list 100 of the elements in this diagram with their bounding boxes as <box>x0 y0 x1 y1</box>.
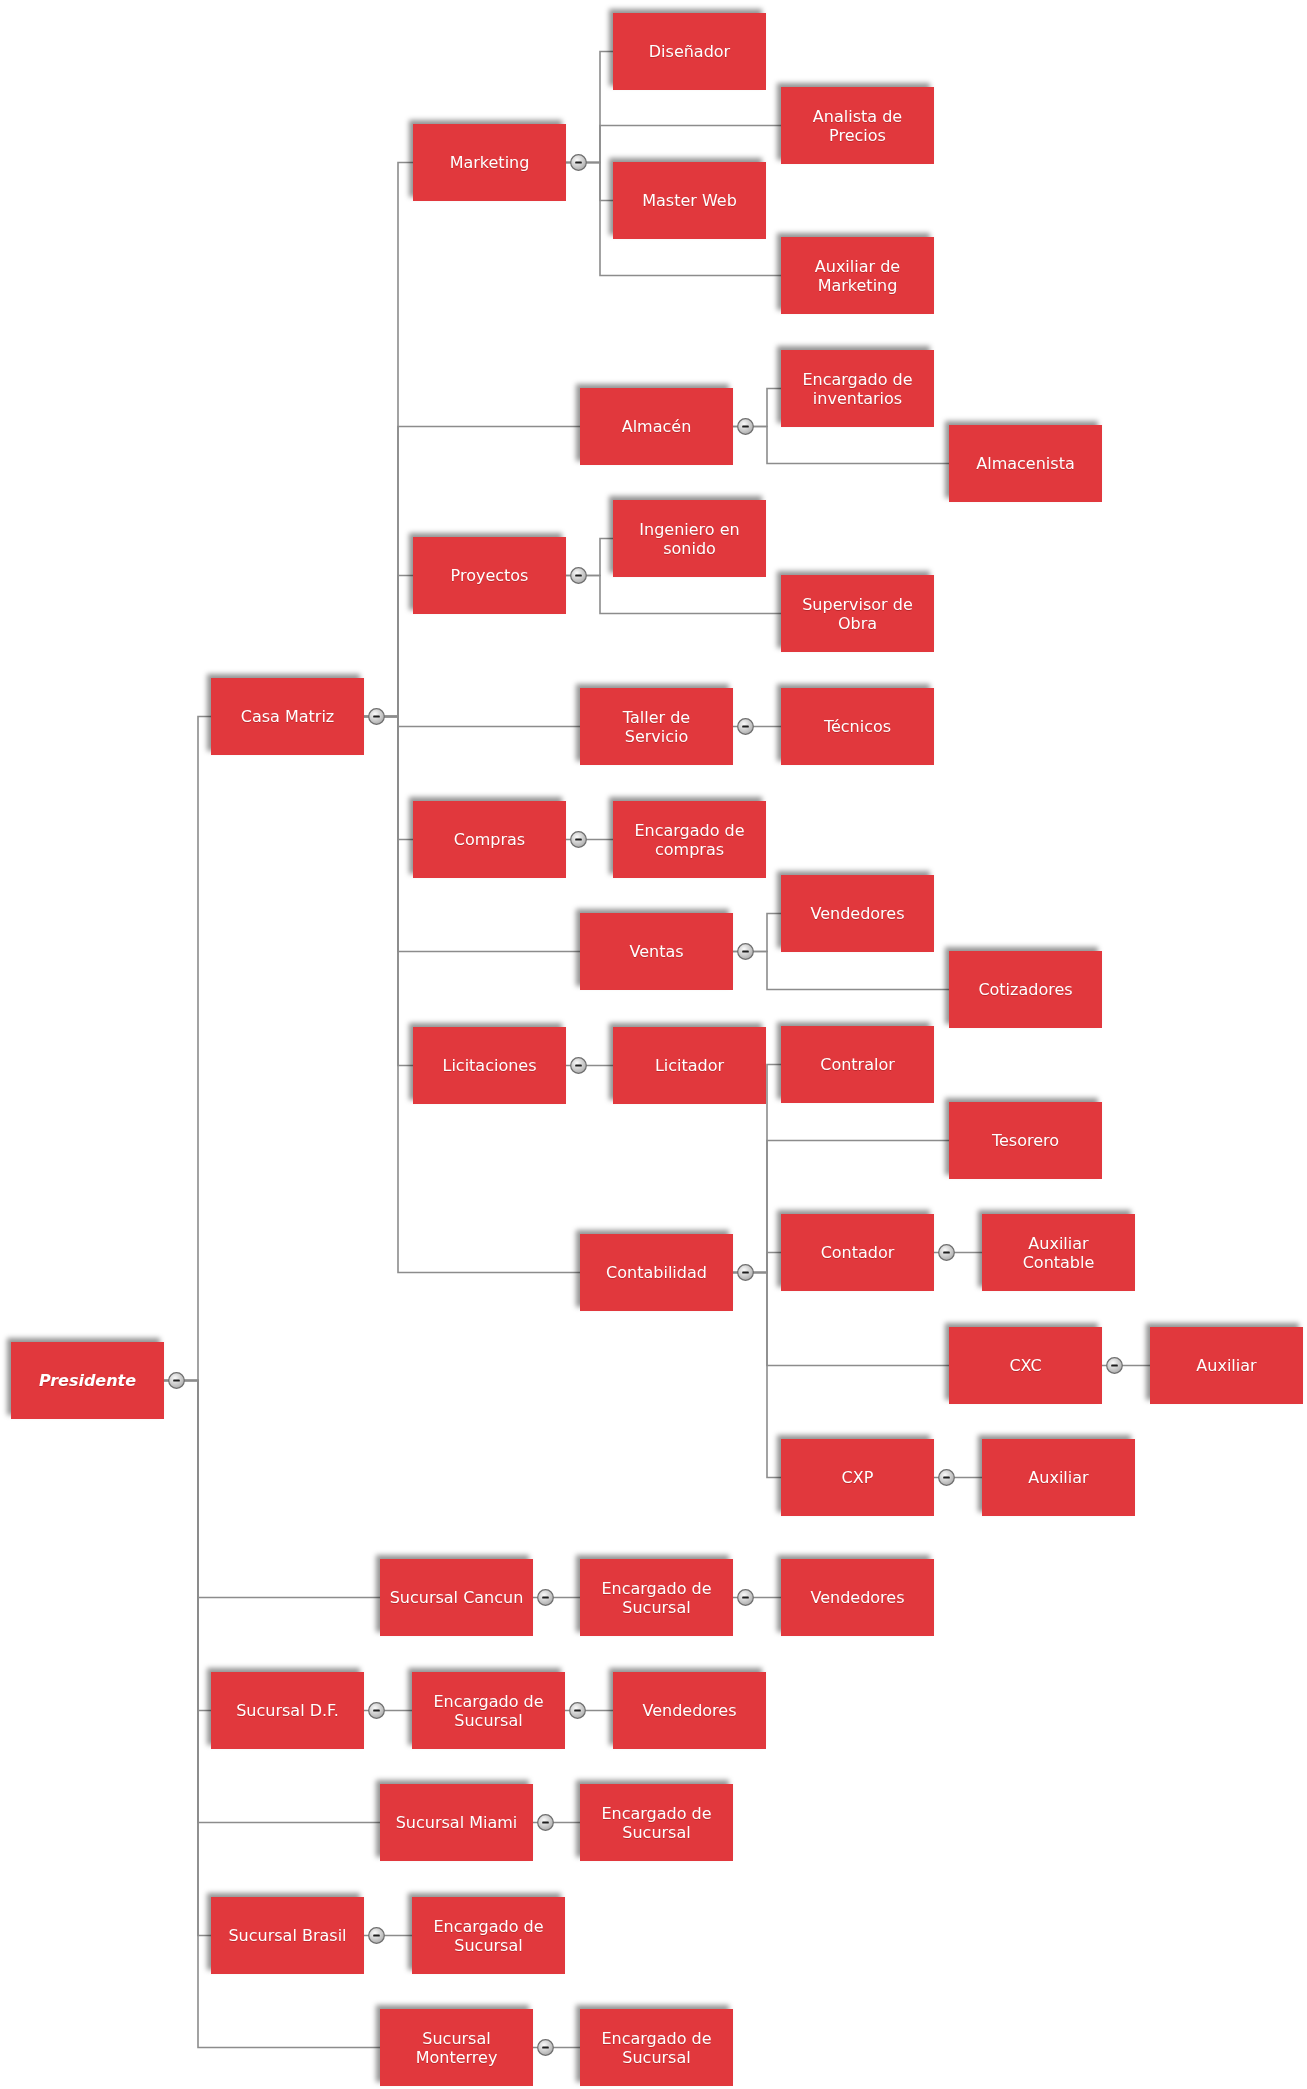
role-label: Contador <box>820 1243 895 1262</box>
role-box <box>613 500 766 577</box>
role-box <box>781 1026 934 1103</box>
role-label: Encargado de compras <box>633 820 746 859</box>
role-label: Tesorero <box>991 1131 1060 1150</box>
role-label: Licitaciones <box>442 1056 537 1075</box>
connector-line <box>363 1709 413 1712</box>
connector-line <box>933 1476 983 1479</box>
role-label: Vendedores <box>810 904 905 923</box>
role-box <box>580 1234 733 1311</box>
role-box <box>211 678 364 755</box>
role-label: Sucursal Miami <box>395 1813 518 1832</box>
role-box <box>982 1439 1135 1516</box>
role-box <box>949 1102 1102 1179</box>
role-box <box>211 1672 364 1749</box>
role-box <box>11 1342 164 1419</box>
role-box <box>781 1439 934 1516</box>
role-label: CXC <box>1009 1356 1042 1375</box>
connector-line <box>532 1596 581 1599</box>
role-label: Licitador <box>654 1056 725 1075</box>
role-label: Cotizadores <box>978 980 1073 999</box>
role-label: Técnicos <box>823 717 892 736</box>
role-label: Ingeniero en sonido <box>638 519 741 558</box>
role-box <box>413 537 566 614</box>
connector-line <box>565 161 782 277</box>
role-box <box>613 1027 766 1104</box>
role-box <box>580 2009 733 2086</box>
role-box <box>413 124 566 201</box>
connector-line <box>532 1821 581 1824</box>
connector-line <box>565 838 614 841</box>
role-label: Encargado de inventarios <box>801 369 914 408</box>
connector-line <box>933 1251 983 1254</box>
role-label: Encargado de Sucursal <box>600 1803 713 1842</box>
role-box <box>613 801 766 878</box>
role-label: Auxiliar de Marketing <box>813 256 902 295</box>
role-label: Taller de Servicio <box>621 707 692 746</box>
connector-line <box>363 1934 413 1937</box>
role-label: Almacenista <box>976 454 1075 473</box>
role-box <box>580 388 733 465</box>
role-box <box>781 1559 934 1636</box>
role-box <box>412 1897 565 1974</box>
role-box <box>580 1559 733 1636</box>
role-label: Compras <box>453 830 526 849</box>
role-box <box>613 13 766 90</box>
role-box <box>781 87 934 164</box>
connector-line <box>732 425 950 465</box>
connector-line <box>732 950 950 991</box>
role-box <box>413 801 566 878</box>
role-label: Auxiliar <box>1028 1468 1089 1487</box>
role-label: Sucursal Monterrey <box>414 2028 499 2067</box>
role-label: Encargado de Sucursal <box>432 1691 545 1730</box>
role-label: Master Web <box>642 191 737 210</box>
connector-line <box>564 1709 614 1712</box>
role-label: Almacén <box>621 417 692 436</box>
role-box <box>781 575 934 652</box>
role-label: Sucursal Cancun <box>389 1588 524 1607</box>
role-box <box>781 237 934 314</box>
role-box <box>413 1027 566 1104</box>
connector-line <box>565 1064 614 1067</box>
role-box <box>781 875 934 952</box>
connector-line <box>565 574 782 615</box>
role-label: Diseñador <box>648 42 731 61</box>
role-box <box>211 1897 364 1974</box>
connector-line <box>532 2046 581 2049</box>
role-box <box>1150 1327 1303 1404</box>
role-label: Auxiliar Contable <box>1021 1233 1096 1272</box>
role-box <box>781 350 934 427</box>
role-label: Marketing <box>449 153 530 172</box>
role-label: Sucursal Brasil <box>228 1926 347 1945</box>
connector-line <box>1101 1364 1151 1367</box>
role-box <box>380 1559 533 1636</box>
role-box <box>949 425 1102 502</box>
role-box <box>613 162 766 239</box>
role-box <box>412 1672 565 1749</box>
role-label: Casa Matriz <box>240 707 335 726</box>
role-box <box>949 951 1102 1028</box>
role-label: Presidente <box>38 1371 137 1390</box>
connector-line <box>732 1596 782 1599</box>
role-label: Encargado de Sucursal <box>600 1578 713 1617</box>
role-label: Contralor <box>820 1055 895 1074</box>
role-box <box>380 1784 533 1861</box>
role-label: Contabilidad <box>606 1263 707 1282</box>
role-label: Vendedores <box>810 1588 905 1607</box>
role-box <box>781 1214 934 1291</box>
role-label: Encargado de Sucursal <box>600 2028 713 2067</box>
role-label: Supervisor de Obra <box>801 594 914 633</box>
role-box <box>380 2009 533 2086</box>
role-box <box>982 1214 1135 1291</box>
role-label: Vendedores <box>642 1701 737 1720</box>
role-label: Auxiliar <box>1196 1356 1257 1375</box>
role-box <box>580 1784 733 1861</box>
role-label: CXP <box>841 1468 874 1487</box>
connector-line <box>732 725 782 728</box>
role-box <box>613 1672 766 1749</box>
role-label: Sucursal D.F. <box>236 1701 339 1720</box>
role-box <box>781 688 934 765</box>
role-box <box>949 1327 1102 1404</box>
role-label: Proyectos <box>450 566 529 585</box>
role-box <box>580 913 733 990</box>
connector-line <box>732 1271 782 1479</box>
